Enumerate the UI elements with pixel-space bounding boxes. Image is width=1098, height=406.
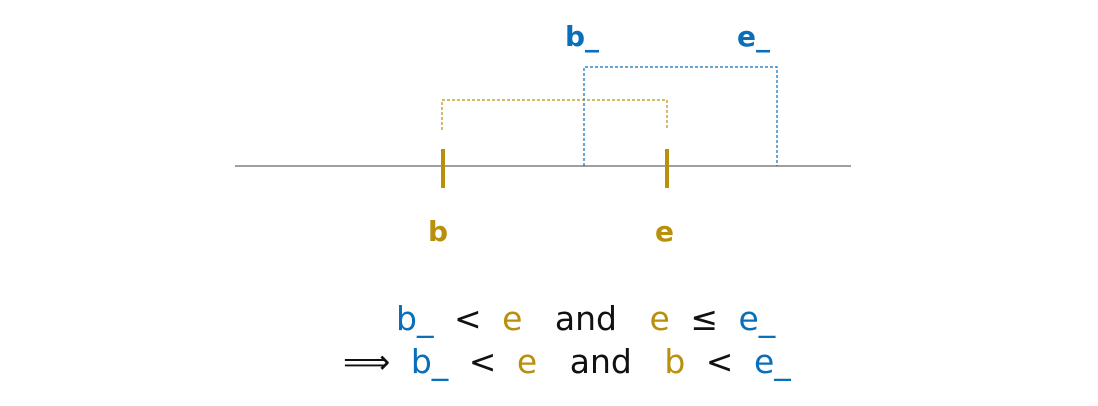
equation-line-1: b_ < e and e ≤ e_ <box>396 302 775 335</box>
eq2-term-e: e <box>516 342 538 381</box>
label-e-prev: e_ <box>737 20 770 53</box>
eq2-implies: ⟹ <box>343 342 391 381</box>
prev-interval-bracket <box>583 66 778 166</box>
eq2-and: and <box>569 342 632 381</box>
equation-line-2: ⟹ b_ < e and b < e_ <box>343 345 791 378</box>
eq1-term-e-2: e <box>649 299 670 338</box>
eq1-term-b-prev: b_ <box>396 299 434 338</box>
label-e: e <box>655 215 674 248</box>
eq1-term-e: e <box>502 299 523 338</box>
eq1-and: and <box>554 299 618 338</box>
eq2-term-e-prev: e_ <box>753 342 791 381</box>
eq2-term-b: b <box>664 342 686 381</box>
label-b-prev: b_ <box>565 20 600 53</box>
label-b: b <box>428 215 449 248</box>
eq1-op-2: ≤ <box>690 299 718 338</box>
interval-bracket <box>441 99 668 130</box>
eq2-op-2: < <box>705 342 734 381</box>
eq1-op-1: < <box>453 299 482 338</box>
eq2-op-1: < <box>468 342 497 381</box>
eq2-term-b-prev: b_ <box>410 342 449 381</box>
eq1-term-e-prev: e_ <box>738 299 776 338</box>
